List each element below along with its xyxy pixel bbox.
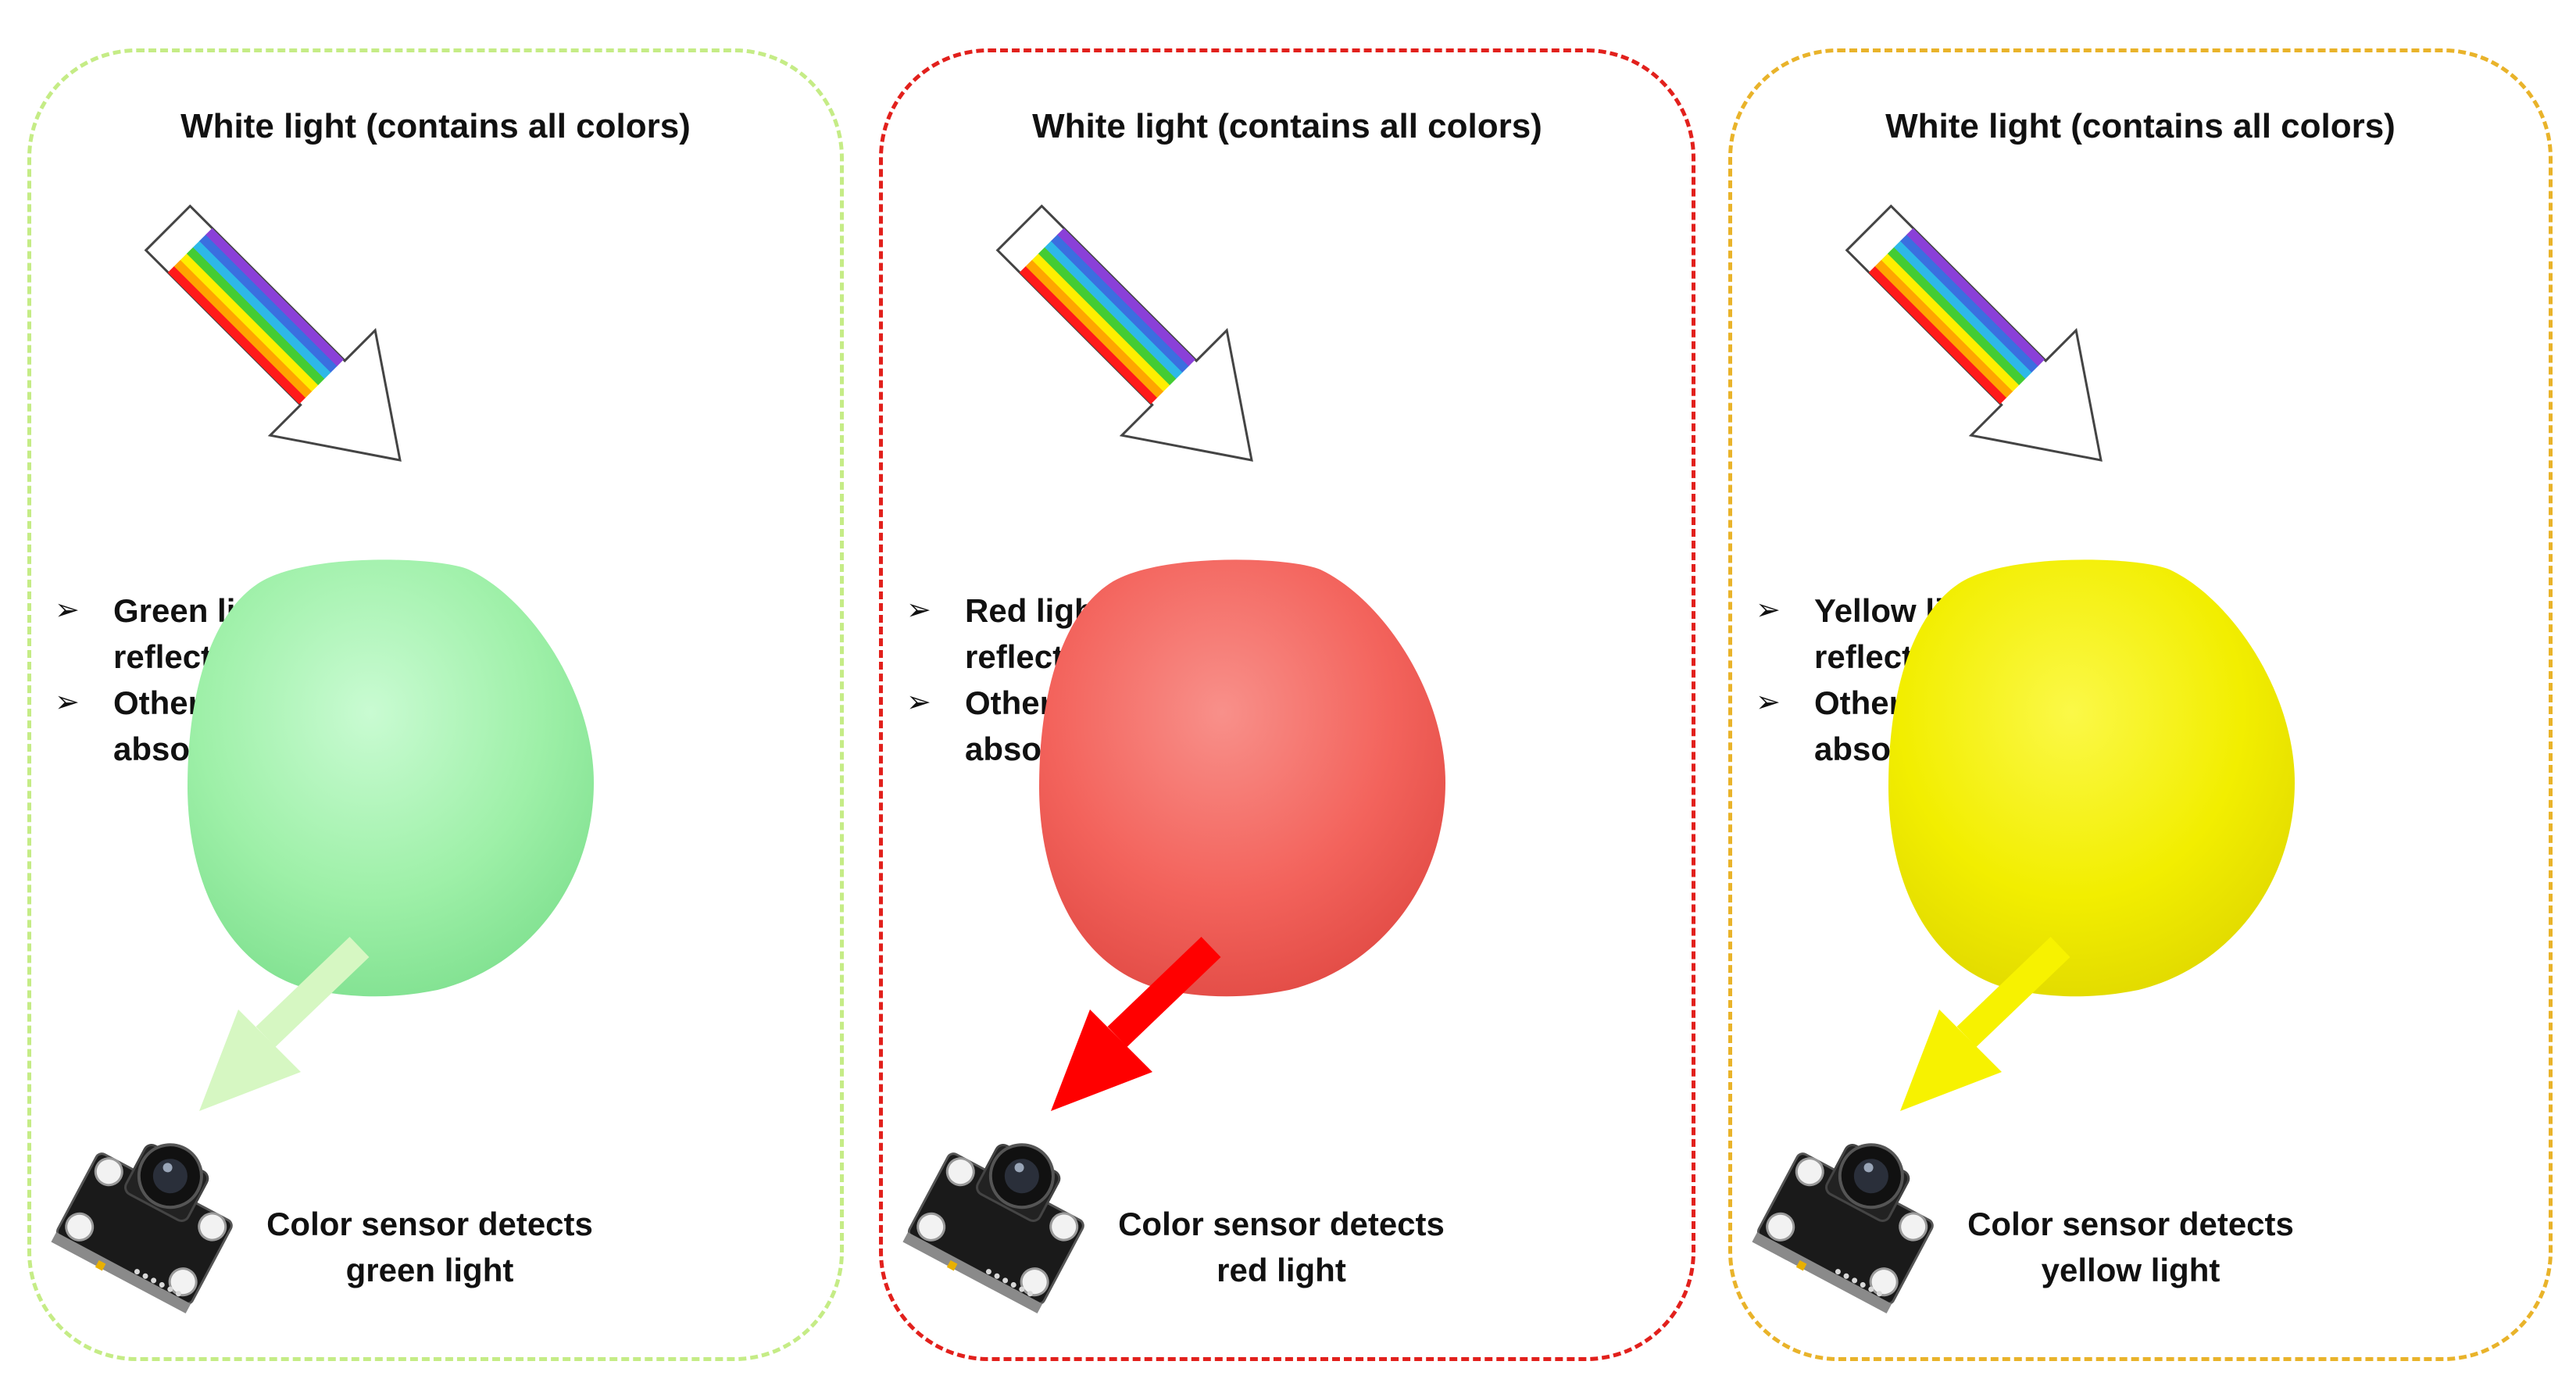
rainbow-stripe bbox=[180, 253, 319, 392]
panel-artwork bbox=[51, 204, 594, 1314]
caption-line: Color sensor detects bbox=[1118, 1206, 1445, 1242]
arrow-bullet-icon: ➢ bbox=[906, 594, 931, 627]
sensor-caption: Color sensor detects red light bbox=[1063, 1201, 1500, 1293]
led-icon bbox=[916, 1212, 946, 1242]
led-icon bbox=[1899, 1212, 1928, 1242]
rainbow-stripe bbox=[192, 241, 331, 379]
white-light-arrow bbox=[144, 204, 402, 462]
color-sensor-icon bbox=[1752, 1143, 1934, 1314]
rainbow-stripe bbox=[1906, 228, 2045, 366]
reflected-light-arrow bbox=[1051, 937, 1221, 1111]
panel-artwork bbox=[1752, 204, 2295, 1314]
led-icon bbox=[65, 1212, 95, 1242]
rainbow-stripe bbox=[205, 228, 344, 366]
caption-line: red light bbox=[1217, 1252, 1346, 1288]
colored-object bbox=[1888, 559, 2295, 997]
led-icon bbox=[1766, 1212, 1795, 1242]
rainbow-stripe bbox=[1031, 253, 1170, 392]
panel-title: White light (contains all colors) bbox=[180, 107, 691, 145]
arrow-bullet-icon: ➢ bbox=[55, 594, 80, 627]
rainbow-stripe bbox=[1038, 247, 1177, 385]
arrow-bullet-icon: ➢ bbox=[55, 686, 80, 719]
white-light-arrow bbox=[1845, 204, 2103, 462]
arrow-bullet-icon: ➢ bbox=[1756, 594, 1781, 627]
reflected-light-arrow bbox=[199, 937, 370, 1111]
rainbow-stripe bbox=[1881, 253, 2020, 392]
panel-artwork bbox=[902, 204, 1445, 1314]
caption-line: Color sensor detects bbox=[266, 1206, 593, 1242]
rainbow-stripe bbox=[1051, 234, 1189, 373]
led-icon bbox=[94, 1157, 123, 1187]
rainbow-stripe bbox=[1900, 234, 2038, 373]
rainbow-stripe bbox=[186, 247, 325, 385]
white-light-arrow bbox=[995, 204, 1253, 462]
color-sensor-icon bbox=[902, 1143, 1084, 1314]
colored-object bbox=[188, 559, 594, 997]
rainbow-stripe bbox=[1874, 259, 2013, 398]
led-icon bbox=[945, 1157, 975, 1187]
sensor-caption: Color sensor detects yellow light bbox=[1912, 1201, 2349, 1293]
panel-yellow: White light (contains all colors)➢Yellow… bbox=[1728, 48, 2553, 1361]
panel-red: White light (contains all colors)➢Red li… bbox=[879, 48, 1695, 1361]
caption-line: Color sensor detects bbox=[1967, 1206, 2294, 1242]
arrow-bullet-icon: ➢ bbox=[906, 686, 931, 719]
panel-title: White light (contains all colors) bbox=[1032, 107, 1542, 145]
rainbow-stripe bbox=[1019, 266, 1158, 405]
led-icon bbox=[198, 1212, 227, 1242]
sensor-caption: Color sensor detects green light bbox=[211, 1201, 648, 1293]
caption-line: green light bbox=[345, 1252, 514, 1288]
rainbow-stripe bbox=[199, 234, 338, 373]
reflected-light-arrow bbox=[1900, 937, 2070, 1111]
led-icon bbox=[1795, 1157, 1824, 1187]
rainbow-stripe bbox=[1044, 241, 1183, 379]
panel-title: White light (contains all colors) bbox=[1885, 107, 2396, 145]
rainbow-stripe bbox=[1887, 247, 2026, 385]
panel-green: White light (contains all colors)➢Green … bbox=[27, 48, 844, 1361]
colored-object bbox=[1039, 559, 1445, 997]
color-sensor-icon bbox=[51, 1143, 233, 1314]
caption-line: yellow light bbox=[2041, 1252, 2221, 1288]
rainbow-stripe bbox=[173, 259, 313, 398]
arrow-bullet-icon: ➢ bbox=[1756, 686, 1781, 719]
rainbow-stripe bbox=[1868, 266, 2007, 405]
rainbow-stripe bbox=[167, 266, 306, 405]
rainbow-stripe bbox=[1025, 259, 1164, 398]
rainbow-stripe bbox=[1893, 241, 2032, 379]
rainbow-stripe bbox=[1057, 228, 1195, 366]
led-icon bbox=[1049, 1212, 1079, 1242]
